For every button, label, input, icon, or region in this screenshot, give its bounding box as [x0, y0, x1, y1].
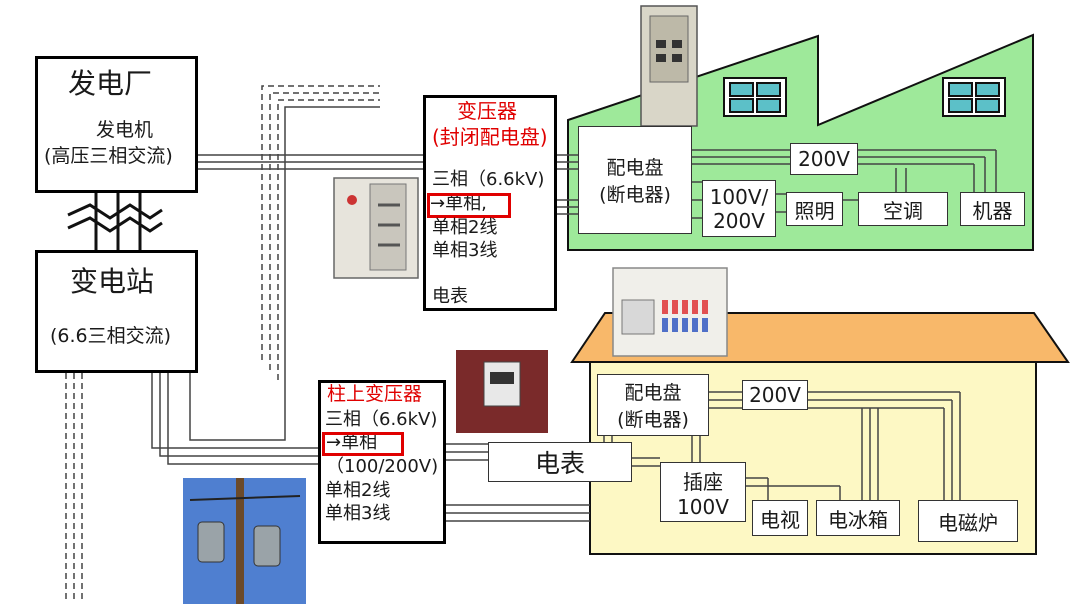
- lighting-label: 照明: [794, 198, 835, 223]
- factory-panel-box: 配电盘 (断电器): [578, 126, 692, 234]
- generator-label: 发电机: [96, 119, 154, 141]
- lighting-box: 照明: [786, 192, 843, 226]
- machine-label: 机器: [972, 198, 1013, 223]
- factory-100v-label: 100V/: [709, 184, 769, 209]
- pole-item-single-phase: →单相: [326, 432, 378, 453]
- pole-transformer-box: [318, 380, 446, 544]
- induction-cooker-label: 电磁炉: [938, 510, 998, 535]
- factory-window-right: [942, 77, 1006, 117]
- house-200v-label: 200V: [749, 383, 801, 407]
- meter-label: 电表: [534, 449, 585, 478]
- high-voltage-label: (高压三相交流): [44, 145, 173, 167]
- pole-transformer-title: 柱上变压器: [327, 383, 423, 405]
- pole-item-voltage: （100/200V): [326, 456, 439, 477]
- substation-box: [35, 250, 198, 373]
- enclosed-transformer-box: [423, 95, 557, 311]
- transformer-item-2wire: 单相2线: [432, 217, 498, 238]
- machine-box: 机器: [960, 192, 1025, 226]
- tv-label: 电视: [760, 507, 800, 532]
- substation-subtitle: (6.6三相交流): [50, 325, 172, 347]
- outlet-box: 插座 100V: [660, 462, 746, 522]
- electric-meter-image: [456, 350, 548, 433]
- house-panel-label: 配电盘: [624, 382, 682, 404]
- refrigerator-box: 电冰箱: [816, 500, 900, 536]
- transformer-meter-label: 电表: [432, 286, 468, 307]
- power-plant-title: 发电厂: [68, 67, 153, 100]
- tv-box: 电视: [752, 500, 808, 536]
- factory-200v-sub-label: 200V: [713, 208, 765, 233]
- pole-item-3wire: 单相3线: [325, 503, 391, 524]
- factory-200v-box: 200V: [790, 143, 858, 175]
- substation-title: 变电站: [70, 265, 155, 298]
- factory-panel-label: 配电盘: [606, 157, 664, 179]
- house-panel-breaker: (断电器): [617, 409, 689, 431]
- transformer-item-single-phase: →单相,: [430, 193, 487, 214]
- transformer-subtitle: (封闭配电盘): [432, 125, 548, 149]
- transmission-zigzag: [67, 192, 163, 250]
- air-conditioner-box: 空调: [858, 192, 948, 226]
- enclosed-transformer-image: [333, 177, 419, 279]
- factory-200v-label: 200V: [798, 147, 850, 171]
- pole-single-phase-highlight: [322, 432, 404, 456]
- house-200v-box: 200V: [742, 380, 808, 410]
- factory-panel-breaker: (断电器): [599, 184, 671, 206]
- induction-cooker-box: 电磁炉: [918, 500, 1018, 542]
- refrigerator-label: 电冰箱: [828, 507, 888, 532]
- factory-100v-200v-box: 100V/ 200V: [702, 180, 776, 237]
- house-panel-box: 配电盘 (断电器): [597, 374, 709, 436]
- air-conditioner-label: 空调: [883, 198, 923, 223]
- outlet-voltage: 100V: [677, 494, 729, 519]
- pole-item-2wire: 单相2线: [325, 480, 391, 501]
- factory-window-left: [723, 77, 787, 117]
- switchboard-image: [640, 5, 698, 127]
- single-phase-highlight: [427, 193, 511, 218]
- transformer-title: 变压器: [457, 99, 517, 123]
- transformer-item-three-phase: 三相（6.6kV): [432, 169, 545, 190]
- breaker-panel-image: [612, 267, 728, 357]
- meter-box: 电表: [488, 442, 632, 482]
- transformer-item-3wire: 单相3线: [432, 240, 498, 261]
- utility-pole-image: [183, 478, 306, 604]
- pole-item-three-phase: 三相（6.6kV): [325, 409, 438, 430]
- outlet-label: 插座: [683, 469, 723, 494]
- power-plant-box: [35, 56, 198, 193]
